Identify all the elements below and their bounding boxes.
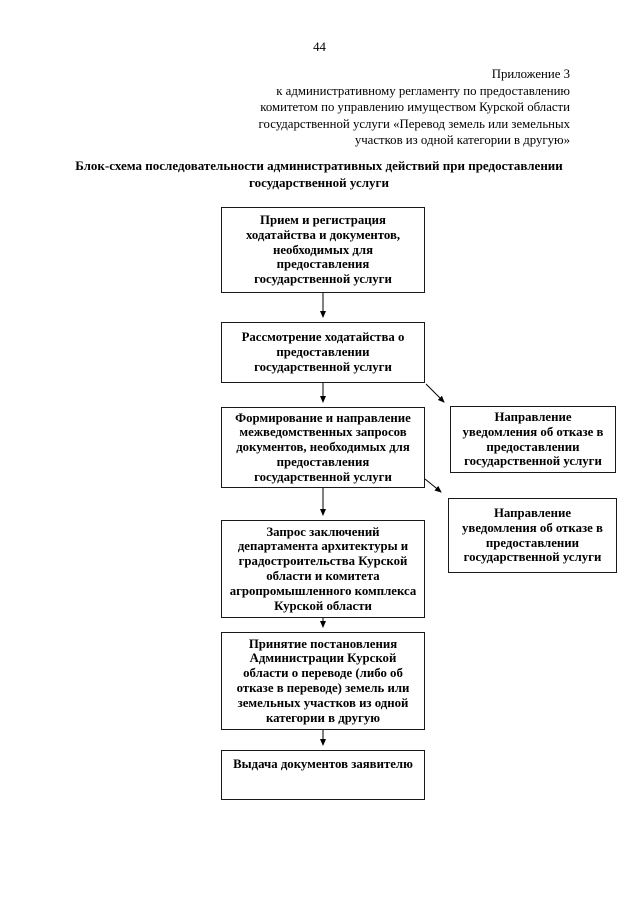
flow-step-label: Выдача документов заявителю (233, 757, 413, 771)
appendix-header-line: участков из одной категории в другую» (354, 133, 570, 147)
rejection-notice-label: Направление уведомления об отказе в пред… (462, 409, 604, 469)
appendix-header-line: Приложение 3 (491, 67, 570, 81)
flow-step-label: Прием и регистрация ходатайства и докуме… (245, 213, 401, 287)
flow-step-reception: Прием и регистрация ходатайства и докуме… (221, 207, 425, 293)
rejection-notice-label: Направление уведомления об отказе в пред… (462, 505, 603, 565)
flow-step-label: Рассмотрение ходатайства о предоставлени… (241, 330, 405, 374)
appendix-header-line: комитетом по управлению имуществом Курск… (260, 100, 570, 114)
flow-step-issuance: Выдача документов заявителю (221, 750, 425, 800)
flow-step-label: Принятие постановления Администрации Кур… (236, 636, 410, 725)
flow-step-review: Рассмотрение ходатайства о предоставлени… (221, 322, 425, 383)
arrow-step3-to-rejection2 (424, 478, 442, 493)
document-title: Блок-схема последовательности администра… (75, 158, 563, 190)
page-number: 44 (313, 40, 326, 54)
appendix-header-line: к административному регламенту по предос… (276, 83, 570, 98)
appendix-header: Приложение 3 к административному регламе… (230, 66, 570, 149)
rejection-notice-box-1: Направление уведомления об отказе в пред… (450, 406, 616, 473)
flow-step-label: Формирование и направление межведомствен… (235, 410, 411, 484)
flow-step-resolution: Принятие постановления Администрации Кур… (221, 632, 425, 730)
flow-step-label: Запрос заключений департамента архитекту… (229, 524, 417, 613)
flow-step-interagency-requests: Формирование и направление межведомствен… (221, 407, 425, 488)
appendix-header-line: государственной услуги «Перевод земель и… (258, 116, 570, 131)
arrow-step2-to-rejection1 (425, 383, 445, 403)
flow-step-expert-opinions: Запрос заключений департамента архитекту… (221, 520, 425, 618)
rejection-notice-box-2: Направление уведомления об отказе в пред… (448, 498, 617, 573)
